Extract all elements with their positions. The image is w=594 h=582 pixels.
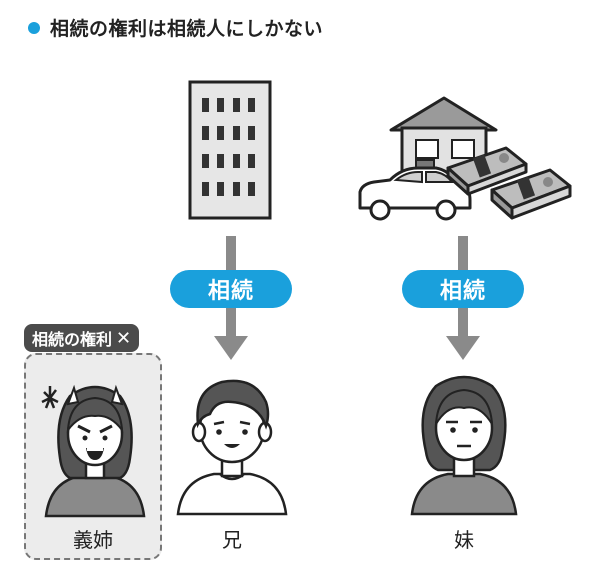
no-inheritance-right-badge: 相続の権利 ✕	[24, 324, 140, 352]
title-text: 相続の権利は相続人にしかない	[50, 18, 324, 40]
badge-text: 相続の権利	[32, 330, 113, 349]
label-sister: 妹	[454, 528, 474, 552]
bullet-dot-icon	[28, 21, 40, 34]
house-car-money-icon	[358, 96, 572, 221]
sister-in-law-figure	[41, 384, 146, 518]
cross-mark-icon: ✕	[116, 327, 132, 349]
inheritance-pill-left: 相続	[170, 270, 292, 308]
anger-mark-icon	[41, 386, 59, 409]
label-sister-in-law: 義姉	[73, 528, 113, 552]
page-title: 相続の権利は相続人にしかない	[28, 14, 323, 41]
inheritance-pill-right: 相続	[402, 270, 524, 308]
brother-figure	[176, 379, 288, 516]
sister-figure	[410, 375, 518, 516]
label-brother: 兄	[222, 528, 242, 552]
apartment-building-icon	[188, 80, 272, 220]
